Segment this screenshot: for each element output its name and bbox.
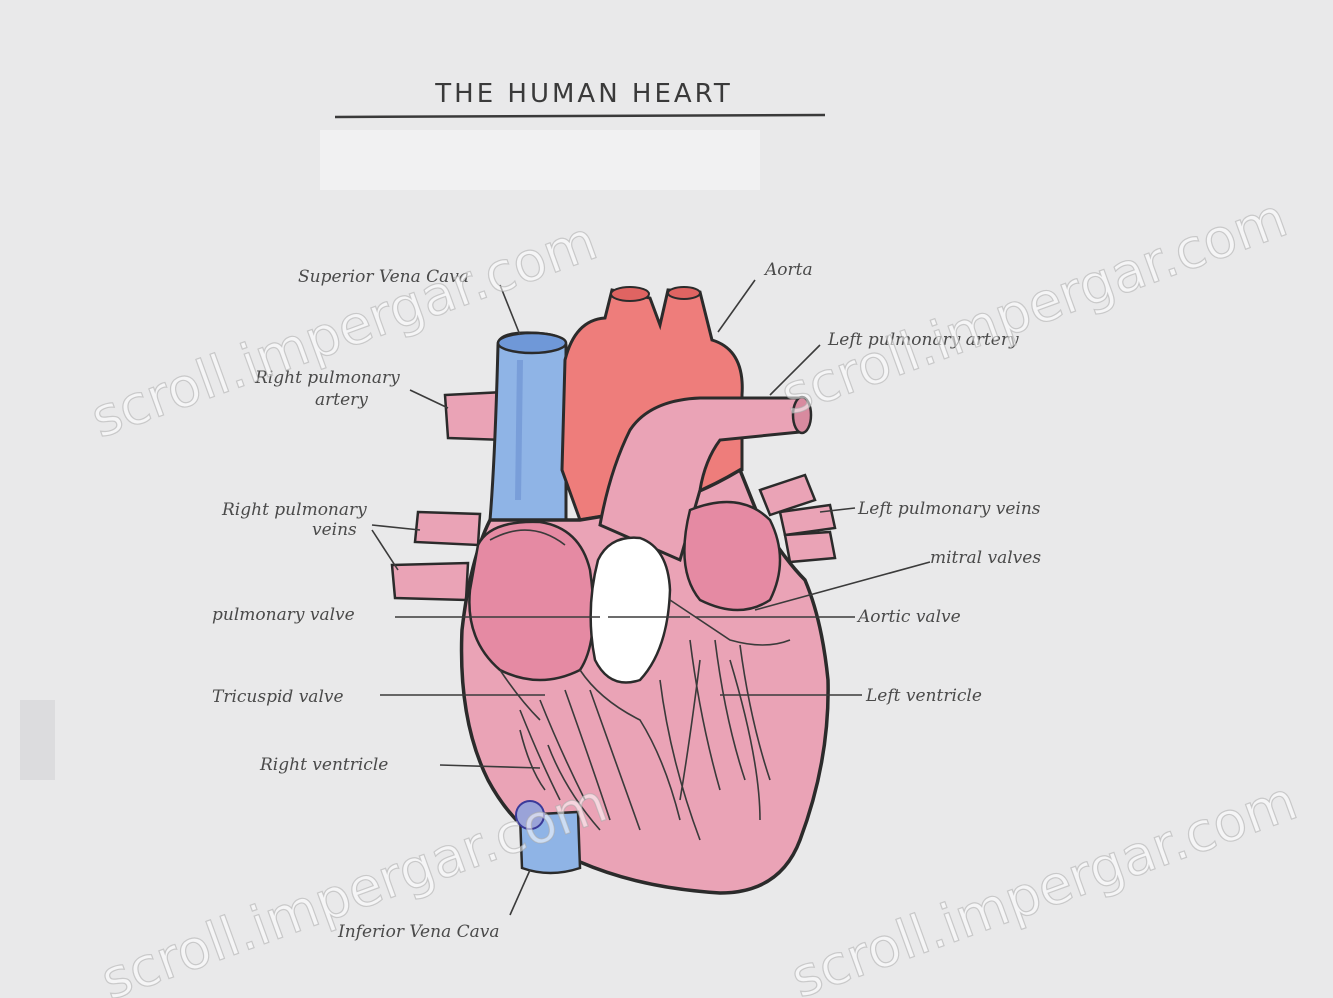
label-mitral-valves: mitral valves xyxy=(930,548,1041,568)
label-right-pulmonary-veins-line2: veins xyxy=(312,520,357,540)
watermark-4: scroll.impergar.com xyxy=(783,769,1305,998)
label-right-pulmonary-veins-line1: Right pulmonary xyxy=(221,500,367,520)
heart xyxy=(392,287,835,893)
label-inferior-vena-cava: Inferior Vena Cava xyxy=(337,922,500,942)
superior-vena-cava xyxy=(490,333,566,520)
right-atrium xyxy=(469,522,593,680)
diagram-title: THE HUMAN HEART xyxy=(434,79,732,109)
label-right-ventricle: Right ventricle xyxy=(259,755,388,775)
label-left-pulmonary-veins: Left pulmonary veins xyxy=(857,499,1041,519)
title-underline xyxy=(335,115,825,117)
left-atrium xyxy=(684,502,780,610)
label-right-pulmonary-artery-line2: artery xyxy=(315,390,368,410)
watermark-3: scroll.impergar.com xyxy=(93,771,615,998)
label-left-ventricle: Left ventricle xyxy=(865,686,982,706)
paper-patch-left xyxy=(20,700,55,780)
superior-vena-cava-opening xyxy=(498,333,566,353)
right-pulmonary-vein-upper xyxy=(415,512,480,545)
left-pulmonary-vein-3 xyxy=(785,532,835,562)
label-aorta: Aorta xyxy=(763,260,813,280)
watermark-2: scroll.impergar.com xyxy=(773,186,1295,427)
paper-patch xyxy=(320,130,760,190)
label-aortic-valve: Aortic valve xyxy=(856,607,961,627)
right-pulmonary-vein-lower xyxy=(392,563,468,600)
label-pulmonary-valve: pulmonary valve xyxy=(212,605,355,625)
label-tricuspid-valve: Tricuspid valve xyxy=(212,687,344,707)
